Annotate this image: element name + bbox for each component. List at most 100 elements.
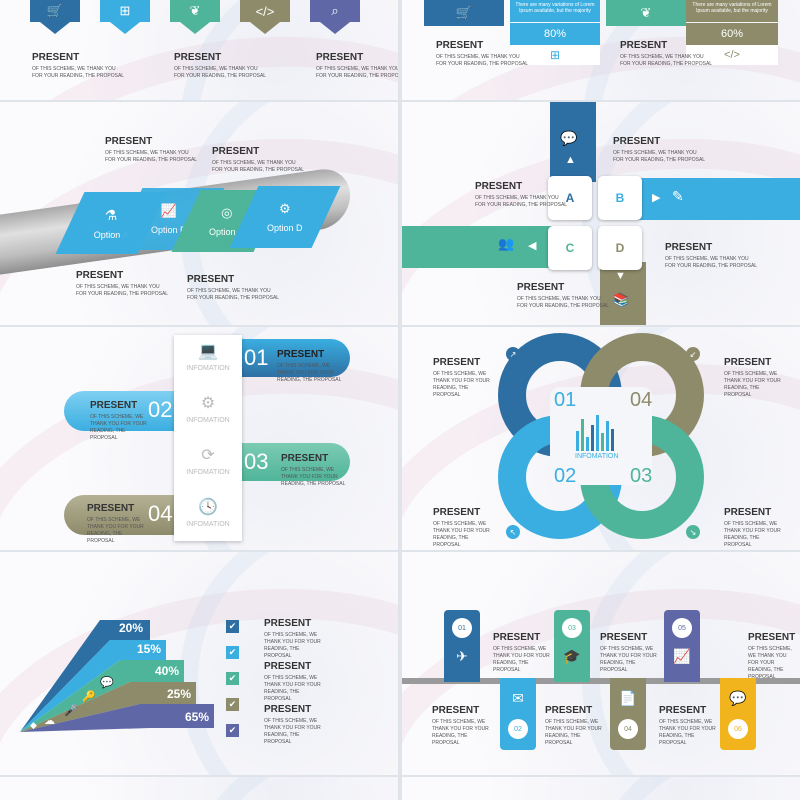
check-icon[interactable]: ✔ bbox=[226, 698, 239, 711]
slide-2[interactable]: 🛒 There are many variations of Lorem Ips… bbox=[402, 0, 800, 100]
present-title: PRESENT bbox=[432, 705, 480, 716]
org-chart-icon: ⊞ bbox=[119, 3, 131, 18]
code-icon: </> bbox=[255, 3, 275, 19]
present-body: OF THIS SCHEME, WE THANK YOU FOR YOUR RE… bbox=[475, 195, 568, 208]
square-a[interactable]: A bbox=[548, 176, 592, 220]
check-icon[interactable]: ✔ bbox=[226, 646, 239, 659]
slide-8[interactable]: 01 ✈ ✉ 02 03 🎓 📄 04 05 📈 💬 06 PRESENT OF… bbox=[402, 552, 800, 775]
number-badge: 01 bbox=[452, 618, 472, 638]
letter-d: D bbox=[615, 241, 625, 255]
present-body: OF THIS SCHEME, WE THANK YOU FOR YOUR RE… bbox=[281, 467, 346, 487]
present-body: OF THIS SCHEME, WE THANK YOU FOR YOUR RE… bbox=[76, 284, 169, 297]
pct-label: 40% bbox=[155, 664, 180, 678]
slide-6[interactable]: INFOMATION 01 04 02 03 ↗ ↙ ↖ ↘ PRESENT O… bbox=[402, 327, 800, 550]
cart-block: 🛒 bbox=[424, 0, 504, 26]
present-title: PRESENT bbox=[748, 632, 796, 643]
present-body: OF THIS SCHEME, WE THANK YOU FOR YOUR RE… bbox=[436, 54, 529, 67]
arrow-icon: ↖ bbox=[506, 525, 520, 539]
target-icon: ◎ bbox=[221, 205, 233, 220]
code-tab: </> bbox=[240, 0, 290, 22]
cloud-icon: ☁ bbox=[44, 715, 55, 727]
dropbox-icon: ◆ bbox=[30, 720, 37, 730]
tab-01[interactable]: 01 ✈ bbox=[444, 610, 480, 682]
check-icon[interactable]: ✔ bbox=[226, 620, 239, 633]
cart-icon: 🛒 bbox=[46, 3, 64, 18]
number-02: 02 bbox=[554, 465, 577, 487]
present-title: PRESENT bbox=[264, 618, 312, 629]
slide-1[interactable]: 🛒 ⊞ ❦ </> ⌕ PRESENT OF THIS SCHEME, WE T… bbox=[0, 0, 398, 100]
pct-80-bar: 80% bbox=[510, 23, 600, 45]
letter-a: A bbox=[565, 191, 575, 205]
chat-icon: 💬 bbox=[560, 130, 578, 146]
present-body: OF THIS SCHEME, WE THANK YOU FOR YOUR RE… bbox=[433, 371, 490, 398]
slide-3[interactable]: ⚗ Option A 📈 Option B ◎ Option C ⚙ Optio… bbox=[0, 102, 398, 325]
present-title: PRESENT bbox=[277, 349, 325, 360]
present-body: OF THIS SCHEME, WE THANK YOU FOR YOUR RE… bbox=[87, 517, 144, 544]
tab-02[interactable]: ✉ 02 bbox=[500, 678, 536, 750]
triangle-left-icon: ◀ bbox=[528, 240, 537, 252]
info-cell-1: 💻 INFOMATION bbox=[174, 341, 242, 372]
info-label: INFOMATION bbox=[186, 521, 230, 528]
present-body: OF THIS SCHEME, WE THANK YOU FOR YOUR RE… bbox=[433, 521, 490, 548]
check-icon[interactable]: ✔ bbox=[226, 672, 239, 685]
search-icon: ⌕ bbox=[331, 3, 339, 18]
present-title: PRESENT bbox=[433, 357, 481, 368]
slide-10[interactable] bbox=[402, 777, 800, 800]
document-icon: 📄 bbox=[619, 690, 637, 706]
pct-label: 65% bbox=[185, 710, 210, 724]
present-title: PRESENT bbox=[545, 705, 593, 716]
pct-60-label: 60% bbox=[720, 28, 744, 40]
present-title: PRESENT bbox=[32, 52, 80, 63]
badge-number: 02 bbox=[514, 725, 522, 733]
code-block: </> bbox=[686, 45, 778, 65]
present-title: PRESENT bbox=[600, 632, 648, 643]
tab-05[interactable]: 05 📈 bbox=[664, 610, 700, 682]
square-c[interactable]: C bbox=[548, 226, 592, 270]
check-icon[interactable]: ✔ bbox=[226, 724, 239, 737]
present-title: PRESENT bbox=[724, 357, 772, 368]
present-title: PRESENT bbox=[76, 270, 124, 281]
square-b[interactable]: B bbox=[598, 176, 642, 220]
present-title: PRESENT bbox=[105, 136, 153, 147]
present-body: OF THIS SCHEME, WE THANK YOU FOR YOUR RE… bbox=[517, 296, 610, 309]
mail-icon: ✉ bbox=[512, 690, 524, 706]
variation-text: There are many variations of Lorem Ipsum… bbox=[692, 2, 772, 14]
letter-c: C bbox=[565, 241, 575, 255]
slide-7[interactable]: 20% 15% 40% 25% 65% 💬 🔑 🎤 ☁ ◆ ✔ ✔ ✔ ✔ ✔ … bbox=[0, 552, 398, 775]
tab-03[interactable]: 03 🎓 bbox=[554, 610, 590, 682]
slide-4[interactable]: 💬 ▲ ✎ ▶ 👥 ◀ 📚 ▼ A B C D PRESENT OF THIS … bbox=[402, 102, 800, 325]
pct-label: 20% bbox=[119, 621, 144, 635]
present-title: PRESENT bbox=[264, 661, 312, 672]
tab-04[interactable]: 📄 04 bbox=[610, 678, 646, 750]
key-icon: 🔑 bbox=[82, 691, 96, 703]
present-body: OF THIS SCHEME, WE THANK YOU FOR YOUR RE… bbox=[724, 371, 781, 398]
present-title: PRESENT bbox=[174, 52, 222, 63]
present-title: PRESENT bbox=[212, 146, 260, 157]
center-label: INFOMATION bbox=[575, 453, 619, 460]
slide-9[interactable] bbox=[0, 777, 398, 800]
cart-tab-arrow bbox=[40, 22, 70, 34]
triangle-down-icon: ▼ bbox=[615, 270, 626, 282]
pill-03 bbox=[240, 443, 350, 481]
present-body: OF THIS SCHEME, WE THANK YOU FOR YOUR RE… bbox=[613, 150, 706, 163]
number-01: 01 bbox=[244, 345, 269, 370]
number-02: 02 bbox=[148, 397, 173, 422]
books-icon: 📚 bbox=[613, 292, 630, 307]
number-03: 03 bbox=[244, 449, 269, 474]
present-title: PRESENT bbox=[659, 705, 707, 716]
present-title: PRESENT bbox=[87, 503, 135, 514]
present-title: PRESENT bbox=[517, 282, 565, 293]
number-badge: 06 bbox=[728, 719, 748, 739]
present-body: OF THIS SCHEME, WE THANK YOU FOR YOUR RE… bbox=[493, 646, 550, 673]
square-d[interactable]: D bbox=[598, 226, 642, 270]
trend-icon: 📈 bbox=[673, 648, 691, 664]
present-body: OF THIS SCHEME, WE THANK YOU FOR YOUR RE… bbox=[659, 719, 716, 746]
info-cell-2: ⚙ INFOMATION bbox=[174, 393, 242, 424]
present-title: PRESENT bbox=[724, 507, 772, 518]
option-label: Option bbox=[151, 225, 178, 235]
slide-5[interactable]: 💻 INFOMATION ⚙ INFOMATION ⟳ INFOMATION 🕓… bbox=[0, 327, 398, 550]
info-label: INFOMATION bbox=[186, 469, 230, 476]
number-badge: 04 bbox=[618, 719, 638, 739]
tab-06[interactable]: 💬 06 bbox=[720, 678, 756, 750]
pill-01 bbox=[240, 339, 350, 377]
